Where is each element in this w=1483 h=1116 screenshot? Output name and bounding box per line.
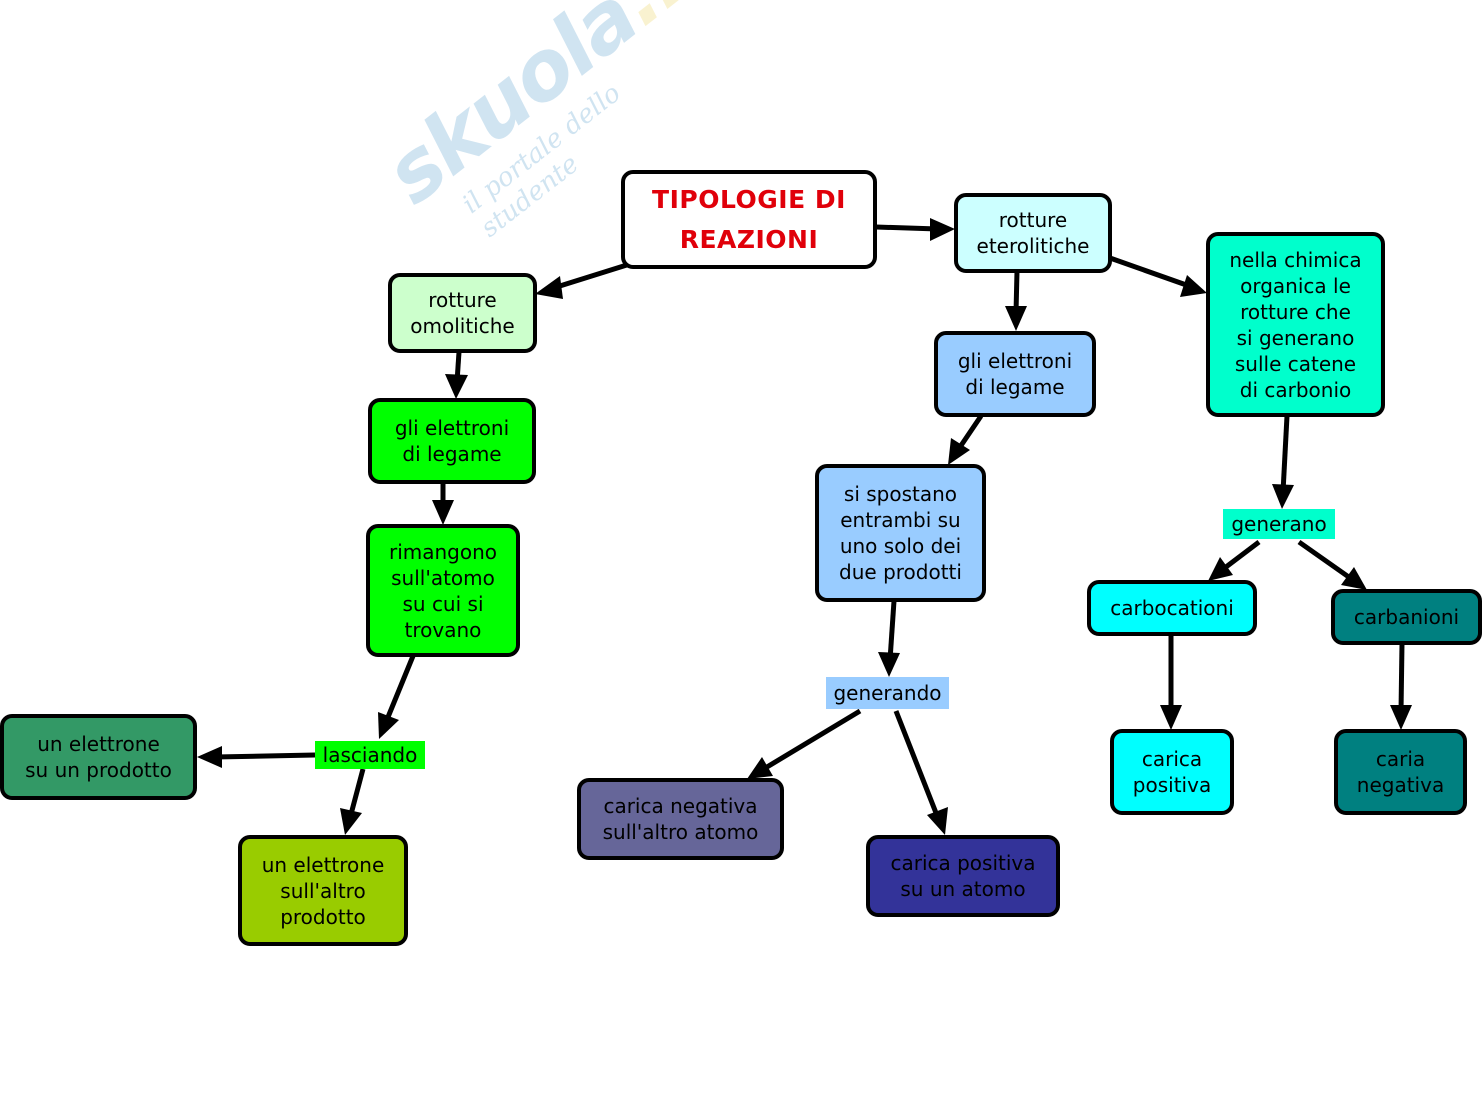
edge-generano-carbocationi [1220,540,1261,572]
node-rotture-omolitiche: rotture omolitiche [388,273,537,353]
watermark-brand-suffix: .net [596,0,793,44]
node-un-elettrone-altro: un elettrone sull'altro prodotto [238,835,408,946]
node-carbanioni: carbanioni [1331,589,1482,645]
node-om-elettroni-legame: gli elettroni di legame [368,398,536,484]
node-chimica-organica: nella chimica organica le rotture che si… [1206,232,1385,417]
node-carica-positiva-atomo: carica positiva su un atomo [866,835,1060,917]
label-generano: generano [1223,509,1335,539]
edge-title-omolitiche [546,261,631,293]
edge-generando-positiva [893,710,941,819]
node-carica-negativa-altro: carica negativa sull'altro atomo [577,778,784,860]
node-et-elettroni-legame: gli elettroni di legame [934,331,1096,417]
node-un-elettrone-prodotto: un elettrone su un prodotto [0,714,197,800]
edge-title-eterolitiche [875,224,939,232]
node-title: TIPOLOGIE DI REAZIONI [621,170,877,269]
node-carbocationi: carbocationi [1087,580,1257,636]
edge-carbanioni-negativa [1398,642,1405,713]
edge-omolitiche-elettroni [454,351,462,383]
node-si-spostano: si spostano entrambi su uno solo dei due… [815,464,986,602]
watermark-brand: skuola [368,0,655,223]
edge-eterolitiche-elettroni [1013,270,1020,314]
label-lasciando: lasciando [315,741,425,769]
edge-elettroni-spostano [955,414,984,452]
edge-spostano-generando [887,600,897,661]
edge-generando-negativa [760,708,862,773]
node-rotture-eterolitiche: rotture eterolitiche [954,193,1112,273]
node-carica-positiva: carica positiva [1110,729,1234,815]
edge-rimangono-lasciando [383,655,416,723]
node-rimangono: rimangono sull'atomo su cui si trovano [366,524,520,657]
edge-organica-generano [1280,415,1290,493]
node-caria-negativa: caria negativa [1334,729,1467,815]
edge-lasciando-altro [347,768,366,819]
edge-eterolitiche-organica [1109,255,1193,290]
edge-lasciando-prodotto [214,752,316,760]
label-generando: generando [826,677,949,709]
edge-generano-carbanioni [1297,539,1355,583]
